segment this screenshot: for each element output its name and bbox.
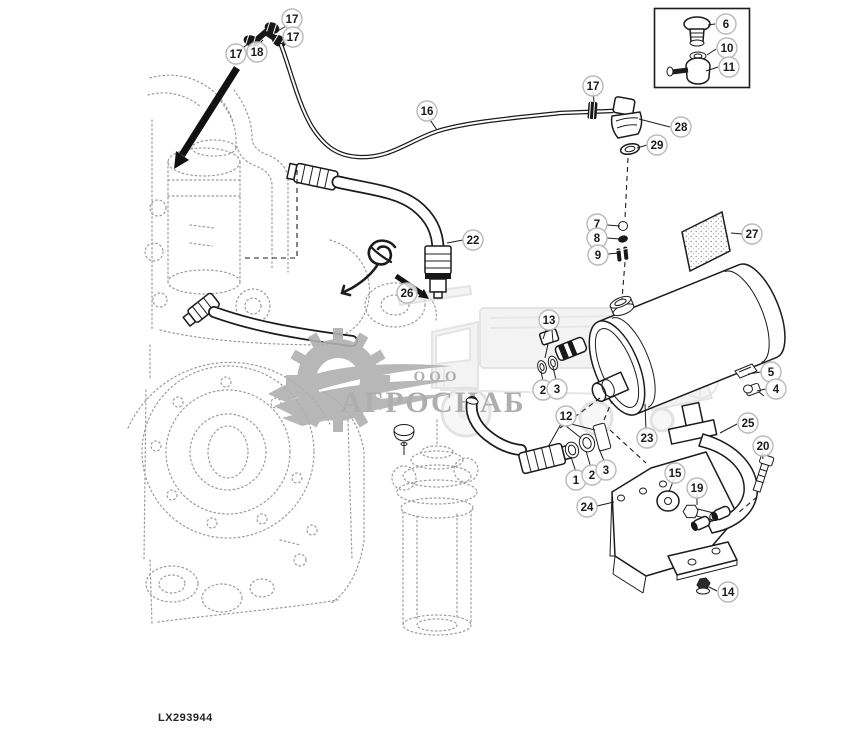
small-fasteners-group xyxy=(616,221,629,262)
svg-text:28: 28 xyxy=(675,122,688,134)
mounting-bracket-group xyxy=(609,451,739,595)
callout-20: 20 xyxy=(752,435,774,457)
tank-strap-group xyxy=(667,401,775,534)
bracket-foot-plate xyxy=(667,541,738,581)
svg-text:20: 20 xyxy=(757,441,770,453)
callout-29: 29 xyxy=(646,134,668,156)
callout-3: 3 xyxy=(595,459,617,481)
breather-cap xyxy=(393,424,415,455)
callout-17: 17 xyxy=(281,8,303,30)
spring-clip xyxy=(340,239,397,297)
callout-19: 19 xyxy=(686,477,708,499)
assembly-axis-lines xyxy=(242,157,758,514)
tank-bottom-port xyxy=(591,371,630,403)
svg-text:25: 25 xyxy=(742,418,755,430)
svg-text:17: 17 xyxy=(230,49,243,61)
drain-valve xyxy=(743,382,765,397)
callout-22: 22 xyxy=(462,229,484,251)
watermark-prefix-text: ООО xyxy=(413,369,460,385)
callout-23: 23 xyxy=(636,427,658,449)
filter-phantom-drawing xyxy=(391,419,479,636)
svg-text:6: 6 xyxy=(723,19,729,31)
svg-text:9: 9 xyxy=(595,250,601,262)
callout-11: 11 xyxy=(718,56,740,78)
svg-text:5: 5 xyxy=(768,367,775,379)
callout-17: 17 xyxy=(225,43,247,65)
hose-engine-end xyxy=(182,292,358,347)
callout-25: 25 xyxy=(737,412,759,434)
svg-text:16: 16 xyxy=(421,106,434,118)
callout-12: 12 xyxy=(555,405,577,427)
location-arrow xyxy=(174,66,240,169)
drain-tab xyxy=(734,363,758,379)
callout-10: 10 xyxy=(716,37,738,59)
svg-text:3: 3 xyxy=(554,384,560,396)
svg-text:22: 22 xyxy=(467,235,480,247)
svg-text:29: 29 xyxy=(651,140,664,152)
svg-text:14: 14 xyxy=(722,587,735,599)
svg-text:1: 1 xyxy=(573,475,580,487)
callout-13: 13 xyxy=(538,309,560,331)
svg-text:11: 11 xyxy=(723,62,736,74)
callout-14: 14 xyxy=(717,581,739,603)
svg-text:19: 19 xyxy=(691,483,704,495)
svg-text:17: 17 xyxy=(287,32,300,44)
air-line-hose xyxy=(278,42,615,160)
svg-text:10: 10 xyxy=(721,43,734,55)
callout-26: 26 xyxy=(396,282,418,304)
svg-text:8: 8 xyxy=(594,233,601,245)
port-fitting-group xyxy=(537,328,560,374)
document-code: LX293944 xyxy=(158,712,213,724)
flange-nut xyxy=(696,577,711,595)
delivery-hose xyxy=(286,162,452,299)
callout-27: 27 xyxy=(741,223,763,245)
svg-text:2: 2 xyxy=(589,470,595,482)
tank-inlet-hose-group xyxy=(465,396,612,475)
callout-15: 15 xyxy=(664,462,686,484)
tank-left-port xyxy=(554,336,588,362)
callout-28: 28 xyxy=(670,116,692,138)
callout-4: 4 xyxy=(765,378,787,400)
callout-17: 17 xyxy=(282,26,304,48)
grommet-washer xyxy=(656,490,680,512)
watermark-company-text: АГРОСНАБ xyxy=(340,386,525,419)
callout-9: 9 xyxy=(587,244,609,266)
watermark-gear-logo xyxy=(268,328,454,432)
svg-text:23: 23 xyxy=(641,433,654,445)
callout-3: 3 xyxy=(546,378,568,400)
friction-pad xyxy=(681,210,731,273)
elbow-fitting-group xyxy=(610,96,643,156)
svg-text:3: 3 xyxy=(603,465,609,477)
hose-clamp xyxy=(587,101,598,120)
svg-text:24: 24 xyxy=(581,502,594,514)
svg-text:4: 4 xyxy=(773,384,780,396)
callout-18: 18 xyxy=(246,41,268,63)
svg-text:17: 17 xyxy=(286,14,299,26)
svg-text:27: 27 xyxy=(746,229,759,241)
svg-text:18: 18 xyxy=(251,47,264,59)
tank-top-port xyxy=(609,295,635,317)
svg-text:2: 2 xyxy=(540,385,546,397)
svg-text:12: 12 xyxy=(560,411,573,423)
svg-text:13: 13 xyxy=(543,315,556,327)
callout-6: 6 xyxy=(715,13,737,35)
svg-text:15: 15 xyxy=(669,468,682,480)
callout-17: 17 xyxy=(582,75,604,97)
svg-text:17: 17 xyxy=(587,81,600,93)
strap-bolt xyxy=(752,453,775,493)
callout-24: 24 xyxy=(576,496,598,518)
air-tank-drawing xyxy=(554,263,786,416)
svg-text:7: 7 xyxy=(594,219,600,231)
bracket-bolt xyxy=(682,504,715,521)
callout-16: 16 xyxy=(416,100,438,122)
svg-text:26: 26 xyxy=(401,288,414,300)
